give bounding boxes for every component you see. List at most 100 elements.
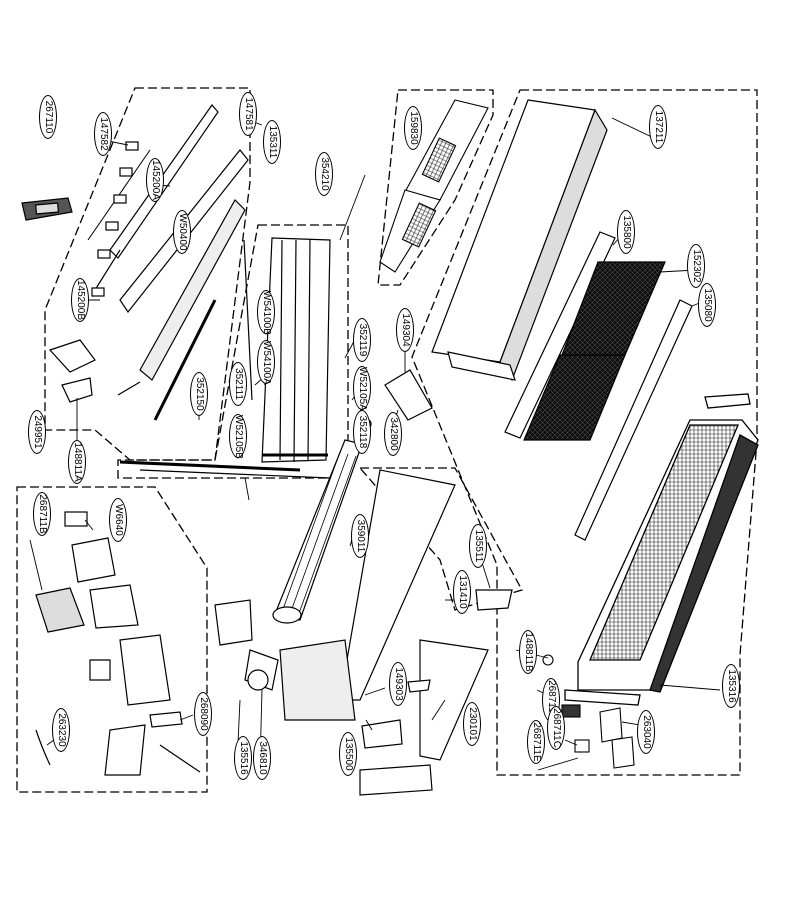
part-label-359011: 359011 bbox=[351, 514, 369, 558]
part-label-149303: 149303 bbox=[389, 662, 407, 706]
part-number-text: 137211 bbox=[653, 110, 664, 144]
part-label-354210: 354210 bbox=[315, 152, 333, 196]
cross-flow-fan bbox=[272, 418, 372, 624]
part-number-text: 148811A bbox=[72, 442, 83, 482]
part-label-w52105a: W52105A bbox=[353, 366, 371, 411]
part-label-145200b: 145200B bbox=[71, 278, 89, 322]
part-label-149304: 149304 bbox=[396, 308, 414, 352]
part-number-text: 354210 bbox=[319, 157, 330, 191]
group-boundary-display-pcb bbox=[377, 89, 494, 286]
part-number-text: 147581 bbox=[243, 97, 254, 131]
part-label-w54100b: W54100B bbox=[257, 290, 275, 335]
part-label-263230: 263230 bbox=[52, 708, 70, 752]
part-label-147581: 147581 bbox=[239, 92, 257, 136]
part-label-135511: 135511 bbox=[469, 524, 487, 568]
part-number-text: 149304 bbox=[400, 313, 411, 347]
part-number-text: 131410 bbox=[457, 575, 468, 609]
part-number-text: 135800 bbox=[621, 215, 632, 249]
part-number-text: 352118 bbox=[357, 415, 368, 449]
display-parts bbox=[542, 654, 635, 769]
part-number-text: 268090 bbox=[198, 697, 209, 731]
evaporator-coil bbox=[119, 237, 331, 479]
part-number-text: 148811B bbox=[523, 632, 534, 672]
control-box-parts bbox=[35, 511, 201, 776]
part-number-text: 352119 bbox=[357, 323, 368, 357]
part-label-135080: 135080 bbox=[698, 283, 716, 327]
part-label-352150: 352150 bbox=[190, 372, 208, 416]
part-label-w54100a: W54100A bbox=[257, 340, 275, 385]
part-label-w6640: W6640 bbox=[109, 498, 127, 542]
part-number-text: 135511 bbox=[473, 529, 484, 563]
remote-control bbox=[21, 197, 73, 221]
part-number-text: 249951 bbox=[32, 415, 43, 449]
part-number-text: W6640 bbox=[113, 504, 124, 536]
part-label-135800: 135800 bbox=[617, 210, 635, 254]
part-label-152302: 152302 bbox=[687, 244, 705, 288]
part-number-text: 135316 bbox=[726, 669, 737, 703]
part-number-text: 267110 bbox=[43, 100, 54, 134]
part-label-346810: 346810 bbox=[253, 736, 271, 780]
vane-assembly bbox=[48, 104, 249, 421]
part-label-131410: 131410 bbox=[453, 570, 471, 614]
part-label-267110: 267110 bbox=[39, 95, 57, 139]
part-number-text: 268711C bbox=[551, 708, 562, 748]
part-number-text: W52105A bbox=[357, 367, 368, 411]
part-number-text: 145200A bbox=[150, 159, 161, 201]
part-label-263040: 263040 bbox=[637, 710, 655, 754]
part-label-268711e: 268711E bbox=[527, 720, 545, 764]
group-boundary-front-panel bbox=[411, 89, 758, 776]
part-label-135500: 135500 bbox=[339, 732, 357, 776]
part-label-342800: 342800 bbox=[384, 412, 402, 456]
part-label-148811b: 148811B bbox=[519, 630, 537, 674]
part-label-268090: 268090 bbox=[194, 692, 212, 736]
part-number-text: 263230 bbox=[56, 713, 67, 747]
part-number-text: 159830 bbox=[408, 111, 419, 145]
part-number-text: 135516 bbox=[238, 741, 249, 775]
part-number-text: 152302 bbox=[691, 249, 702, 283]
part-number-text: 263040 bbox=[641, 715, 652, 749]
part-label-w52105b: W52105B bbox=[229, 414, 247, 459]
part-number-text: W50400 bbox=[177, 213, 188, 251]
part-number-text: 352150 bbox=[194, 377, 205, 411]
part-label-352111: 352111 bbox=[229, 362, 247, 406]
part-number-text: W54100A bbox=[261, 341, 272, 385]
part-number-text: 346810 bbox=[257, 741, 268, 775]
part-label-230101: 230101 bbox=[463, 702, 481, 746]
chassis bbox=[214, 369, 513, 796]
part-label-268711c: 268711C bbox=[547, 706, 565, 750]
part-number-text: 135500 bbox=[343, 737, 354, 771]
part-number-text: 268711B bbox=[37, 494, 48, 534]
part-label-352119: 352119 bbox=[353, 318, 371, 362]
part-label-147582: 147582 bbox=[94, 112, 112, 156]
part-number-text: W52105B bbox=[233, 415, 244, 459]
part-label-352118: 352118 bbox=[353, 410, 371, 454]
part-number-text: 145200B bbox=[75, 279, 86, 321]
part-number-text: 352111 bbox=[233, 368, 244, 400]
part-number-text: 230101 bbox=[467, 707, 478, 741]
part-number-text: W54100B bbox=[261, 291, 272, 335]
front-panel bbox=[431, 99, 693, 541]
part-label-135316: 135316 bbox=[722, 664, 740, 708]
group-boundary-chassis bbox=[358, 467, 523, 611]
part-label-145200a: 145200A bbox=[146, 158, 164, 202]
part-label-268711b: 268711B bbox=[33, 492, 51, 536]
indoor-unit-body bbox=[564, 393, 759, 706]
part-label-249951: 249951 bbox=[28, 410, 46, 454]
part-number-text: 359011 bbox=[355, 519, 366, 553]
part-number-text: 135080 bbox=[702, 288, 713, 322]
part-label-w50400: W50400 bbox=[173, 210, 191, 254]
part-number-text: 147582 bbox=[98, 117, 109, 151]
part-label-159830: 159830 bbox=[404, 106, 422, 150]
part-label-135516: 135516 bbox=[234, 736, 252, 780]
part-label-135311: 135311 bbox=[263, 120, 281, 164]
part-number-text: 149303 bbox=[393, 667, 404, 701]
group-boundary-evaporator bbox=[117, 224, 349, 479]
group-boundary-control-box bbox=[16, 486, 208, 793]
part-label-137211: 137211 bbox=[649, 105, 667, 149]
part-number-text: 135311 bbox=[267, 125, 278, 159]
display-pcb-holder bbox=[379, 99, 489, 273]
part-number-text: 268711E bbox=[531, 722, 542, 762]
part-number-text: 342800 bbox=[388, 417, 399, 451]
